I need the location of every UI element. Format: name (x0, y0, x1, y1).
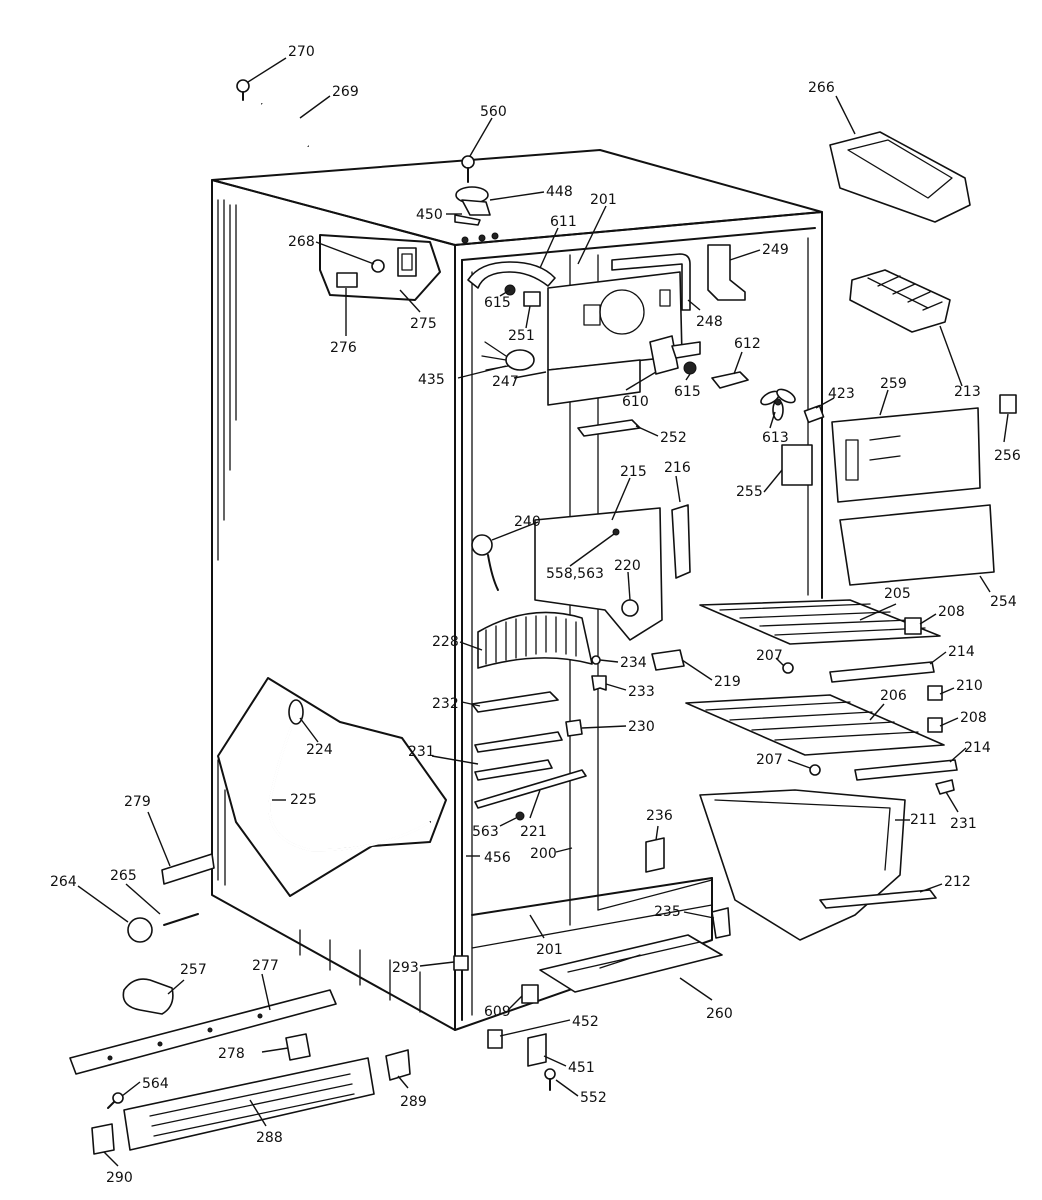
callout-552: 552 (580, 1090, 607, 1106)
callout-270: 270 (288, 44, 315, 60)
callout-212: 212 (944, 874, 971, 890)
callout-210: 210 (956, 678, 983, 694)
callout-221: 221 (520, 824, 547, 840)
fan-blade (760, 388, 796, 421)
callout-260: 260 (706, 1006, 733, 1022)
callout-206: 206 (880, 688, 907, 704)
callout-269: 269 (332, 84, 359, 100)
callout-288: 288 (256, 1130, 283, 1146)
callout-240: 240 (514, 514, 541, 530)
callout-560: 560 (480, 104, 507, 120)
callout-228: 228 (432, 634, 459, 650)
callout-219: 219 (714, 674, 741, 690)
leader-lines (77, 57, 1009, 1167)
callout-220: 220 (614, 558, 641, 574)
callout-201-top: 201 (590, 192, 617, 208)
callout-611: 611 (550, 214, 577, 230)
callout-563: 563 (472, 824, 499, 840)
control-housing-inset (319, 234, 441, 301)
callout-232: 232 (432, 696, 459, 712)
callout-615-lower: 615 (674, 384, 701, 400)
callout-233: 233 (628, 684, 655, 700)
callout-279: 279 (124, 794, 151, 810)
callout-234: 234 (620, 655, 647, 671)
callout-216: 216 (664, 460, 691, 476)
drain-tube-inset (217, 677, 447, 897)
fresh-food-components (453, 599, 958, 1091)
callout-255: 255 (736, 484, 763, 500)
callout-231-right: 231 (950, 816, 977, 832)
callout-214-upper: 214 (948, 644, 975, 660)
callout-456: 456 (484, 850, 511, 866)
callout-452: 452 (572, 1014, 599, 1030)
callout-225: 225 (290, 792, 317, 808)
callout-448: 448 (546, 184, 573, 200)
callout-251: 251 (508, 328, 535, 344)
callout-205: 205 (884, 586, 911, 602)
callout-256: 256 (994, 448, 1021, 464)
callout-610: 610 (622, 394, 649, 410)
callout-289: 289 (400, 1094, 427, 1110)
callout-613: 613 (762, 430, 789, 446)
callout-208-upper: 208 (938, 604, 965, 620)
callout-293: 293 (392, 960, 419, 976)
callout-257: 257 (180, 962, 207, 978)
callout-208-lower: 208 (960, 710, 987, 726)
callout-615-upper: 615 (484, 295, 511, 311)
callout-236: 236 (646, 808, 673, 824)
callout-248: 248 (696, 314, 723, 330)
callout-200: 200 (530, 846, 557, 862)
callout-609: 609 (484, 1004, 511, 1020)
callout-423: 423 (828, 386, 855, 402)
callout-213: 213 (954, 384, 981, 400)
callout-265: 265 (110, 868, 137, 884)
callout-276: 276 (330, 340, 357, 356)
callout-207-upper: 207 (756, 648, 783, 664)
callout-451: 451 (568, 1060, 595, 1076)
callout-201-bottom: 201 (536, 942, 563, 958)
callout-211: 211 (910, 812, 937, 828)
callout-230: 230 (628, 719, 655, 735)
callout-254: 254 (990, 594, 1017, 610)
callout-277: 277 (252, 958, 279, 974)
callout-264: 264 (50, 874, 77, 890)
upper-parts (236, 79, 971, 333)
callout-450: 450 (416, 207, 443, 223)
callout-224: 224 (306, 742, 333, 758)
callout-435: 435 (418, 372, 445, 388)
callout-275: 275 (410, 316, 437, 332)
callout-249: 249 (762, 242, 789, 258)
callout-231-left: 231 (408, 744, 435, 760)
callout-215: 215 (620, 464, 647, 480)
callout-235: 235 (654, 904, 681, 920)
freezer-components (467, 244, 1017, 641)
callout-266: 266 (808, 80, 835, 96)
callout-labels: 270 269 560 266 448 450 201 611 268 249 … (50, 44, 1021, 1186)
cabinet (211, 149, 823, 1031)
callout-558-563: 558,563 (546, 566, 604, 582)
callout-268: 268 (288, 234, 315, 250)
callout-612: 612 (734, 336, 761, 352)
callout-259: 259 (880, 376, 907, 392)
callout-564: 564 (142, 1076, 169, 1092)
callout-207-lower: 207 (756, 752, 783, 768)
callout-290: 290 (106, 1170, 133, 1186)
callout-252: 252 (660, 430, 687, 446)
callout-247: 247 (492, 374, 519, 390)
callout-278: 278 (218, 1046, 245, 1062)
base-parts (69, 853, 411, 1155)
callout-214-lower: 214 (964, 740, 991, 756)
